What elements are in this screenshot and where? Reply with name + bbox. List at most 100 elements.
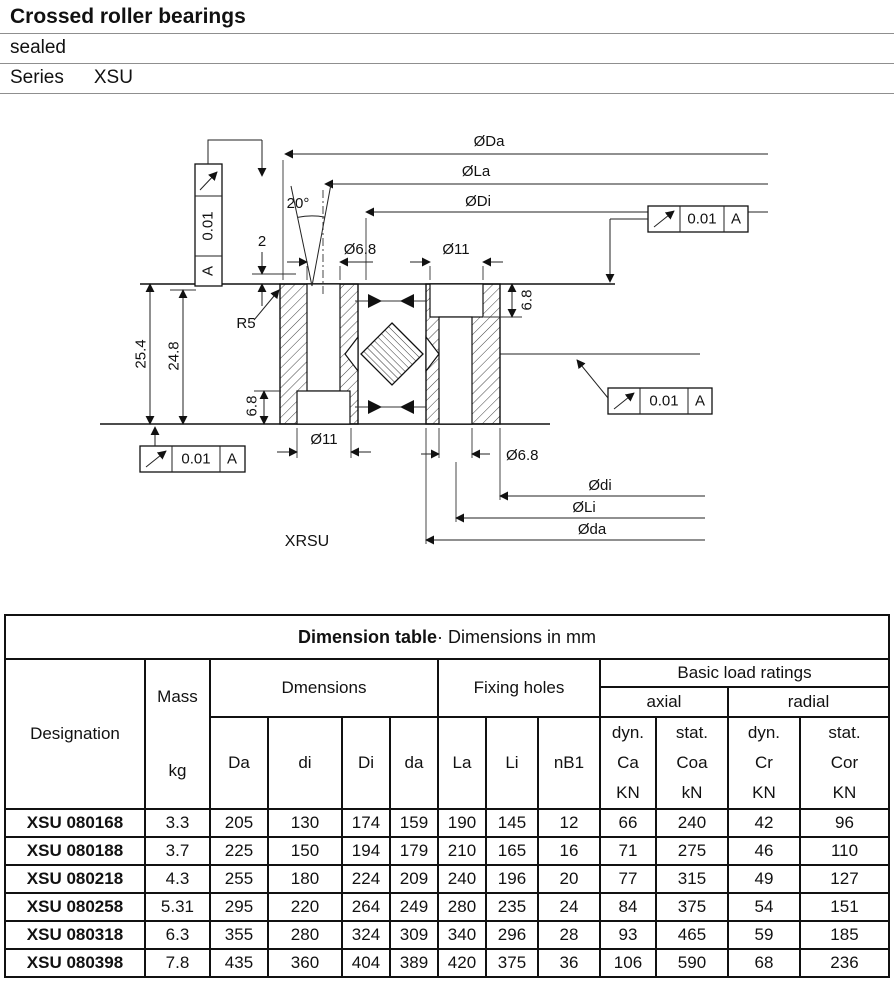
table-row: XSU 080318 6.3 355 280 324 309 340 296 2… <box>3 920 891 950</box>
table-cell: 20 <box>536 864 601 894</box>
runout-symbol-icon <box>145 450 167 468</box>
table-cell: 420 <box>436 948 487 978</box>
header-Cr: Cr <box>754 753 773 772</box>
dim-label-11-top: Ø11 <box>442 241 469 258</box>
table-cell: 280 <box>436 892 487 922</box>
header-dyn: dyn. <box>747 723 781 742</box>
designation-cell: XSU 080168 <box>3 808 146 838</box>
designation-cell: XSU 080398 <box>3 948 146 978</box>
dim-label-La: ØLa <box>462 163 491 180</box>
header-stat: stat. <box>675 723 709 742</box>
table-cell: 240 <box>436 864 487 894</box>
table-cell: 46 <box>726 836 801 866</box>
tolerance-datum: A <box>200 266 217 276</box>
table-cell: 309 <box>388 920 439 950</box>
header-col-nB1: nB1 <box>536 716 601 810</box>
dimension-depth-6-8-left: 6.8 <box>244 390 281 425</box>
table-cell: 71 <box>598 836 657 866</box>
tolerance-value: 0.01 <box>687 211 716 228</box>
designation-cell: XSU 080218 <box>3 864 146 894</box>
tolerance-datum: A <box>227 451 237 468</box>
runout-symbol-icon <box>199 171 218 191</box>
dim-label-11-bottom: Ø11 <box>310 431 337 448</box>
table-header-row-2: axial radial <box>5 686 891 718</box>
table-cell: 54 <box>726 892 801 922</box>
table-cell: 435 <box>208 948 269 978</box>
table-cell: 355 <box>208 920 269 950</box>
table-cell: 4.3 <box>143 864 211 894</box>
table-cell: 389 <box>388 948 439 978</box>
dim-label-24-8: 24.8 <box>166 341 183 370</box>
dim-label-6-8-left: 6.8 <box>244 396 261 417</box>
dimension-depth-6-8-right: 6.8 <box>484 283 536 318</box>
header-mass-label: Mass <box>157 687 198 706</box>
table-cell: 159 <box>388 808 439 838</box>
header-mass-unit: kg <box>168 761 187 780</box>
table-cell: 59 <box>726 920 801 950</box>
table-cell: 275 <box>654 836 729 866</box>
table-cell: 249 <box>388 892 439 922</box>
dimension-dia-11-top: Ø11 <box>410 241 503 280</box>
table-cell: 127 <box>798 864 891 894</box>
table-cell: 224 <box>340 864 391 894</box>
designation-cell: XSU 080318 <box>3 920 146 950</box>
table-cell: 296 <box>484 920 539 950</box>
table-cell: 5.31 <box>143 892 211 922</box>
page-subtitle: sealed <box>0 34 894 64</box>
table-cell: 180 <box>266 864 343 894</box>
dim-label-di: Ødi <box>588 477 611 494</box>
table-cell: 3.7 <box>143 836 211 866</box>
table-cell: 465 <box>654 920 729 950</box>
table-cell: 375 <box>654 892 729 922</box>
table-cell: 179 <box>388 836 439 866</box>
table-cell: 77 <box>598 864 657 894</box>
header-col-Da: Da <box>208 716 269 810</box>
designation-cell: XSU 080258 <box>3 892 146 922</box>
table-cell: 49 <box>726 864 801 894</box>
table-cell: 235 <box>484 892 539 922</box>
table-cell: 404 <box>340 948 391 978</box>
header-col-da: da <box>388 716 439 810</box>
table-cell: 210 <box>436 836 487 866</box>
table-cell: 220 <box>266 892 343 922</box>
dim-label-Da: ØDa <box>474 133 506 150</box>
dim-label-angle: 20° <box>287 195 310 212</box>
table-cell: 209 <box>388 864 439 894</box>
inner-ring-section <box>425 283 501 425</box>
header-kN: kN <box>681 783 703 802</box>
header-dimensions-group: Dmensions <box>208 658 439 718</box>
table-cell: 196 <box>484 864 539 894</box>
dim-label-da: Øda <box>578 521 607 538</box>
table-cell: 185 <box>798 920 891 950</box>
table-cell: 145 <box>484 808 539 838</box>
header-col-La: La <box>436 716 487 810</box>
table-row: XSU 080168 3.3 205 130 174 159 190 145 1… <box>3 808 891 838</box>
tolerance-frame-mid-right: 0.01 A <box>576 359 713 415</box>
header-KN: KN <box>616 783 640 802</box>
header-stat: stat. <box>828 723 861 742</box>
header-designation: Designation <box>3 658 146 810</box>
table-cell: 28 <box>536 920 601 950</box>
designation-cell: XSU 080188 <box>3 836 146 866</box>
dimension-dia-11-bottom: Ø11 <box>277 428 371 458</box>
dimension-dia-Da: ØDa <box>282 133 768 280</box>
tolerance-frame-bottom-left: 0.01 A <box>139 426 246 473</box>
table-row: XSU 080398 7.8 435 360 404 389 420 375 3… <box>3 948 891 978</box>
table-cell: 590 <box>654 948 729 978</box>
tolerance-frame-left: 0.01 A <box>194 139 267 287</box>
dim-label-6-8-top: Ø6.8 <box>344 241 377 258</box>
series-value: XSU <box>93 67 133 88</box>
table-cell: 295 <box>208 892 269 922</box>
table-title: Dimension table· Dimensions in mm <box>3 614 891 660</box>
header-KN: KN <box>752 783 776 802</box>
page-title: Crossed roller bearings <box>0 0 894 34</box>
dimension-height-25-4: 25.4 <box>133 283 155 425</box>
table-cell: 24 <box>536 892 601 922</box>
header-KN: KN <box>832 783 857 802</box>
dimension-dia-6-8-bottom: Ø6.8 <box>421 428 539 464</box>
table-cell: 42 <box>726 808 801 838</box>
